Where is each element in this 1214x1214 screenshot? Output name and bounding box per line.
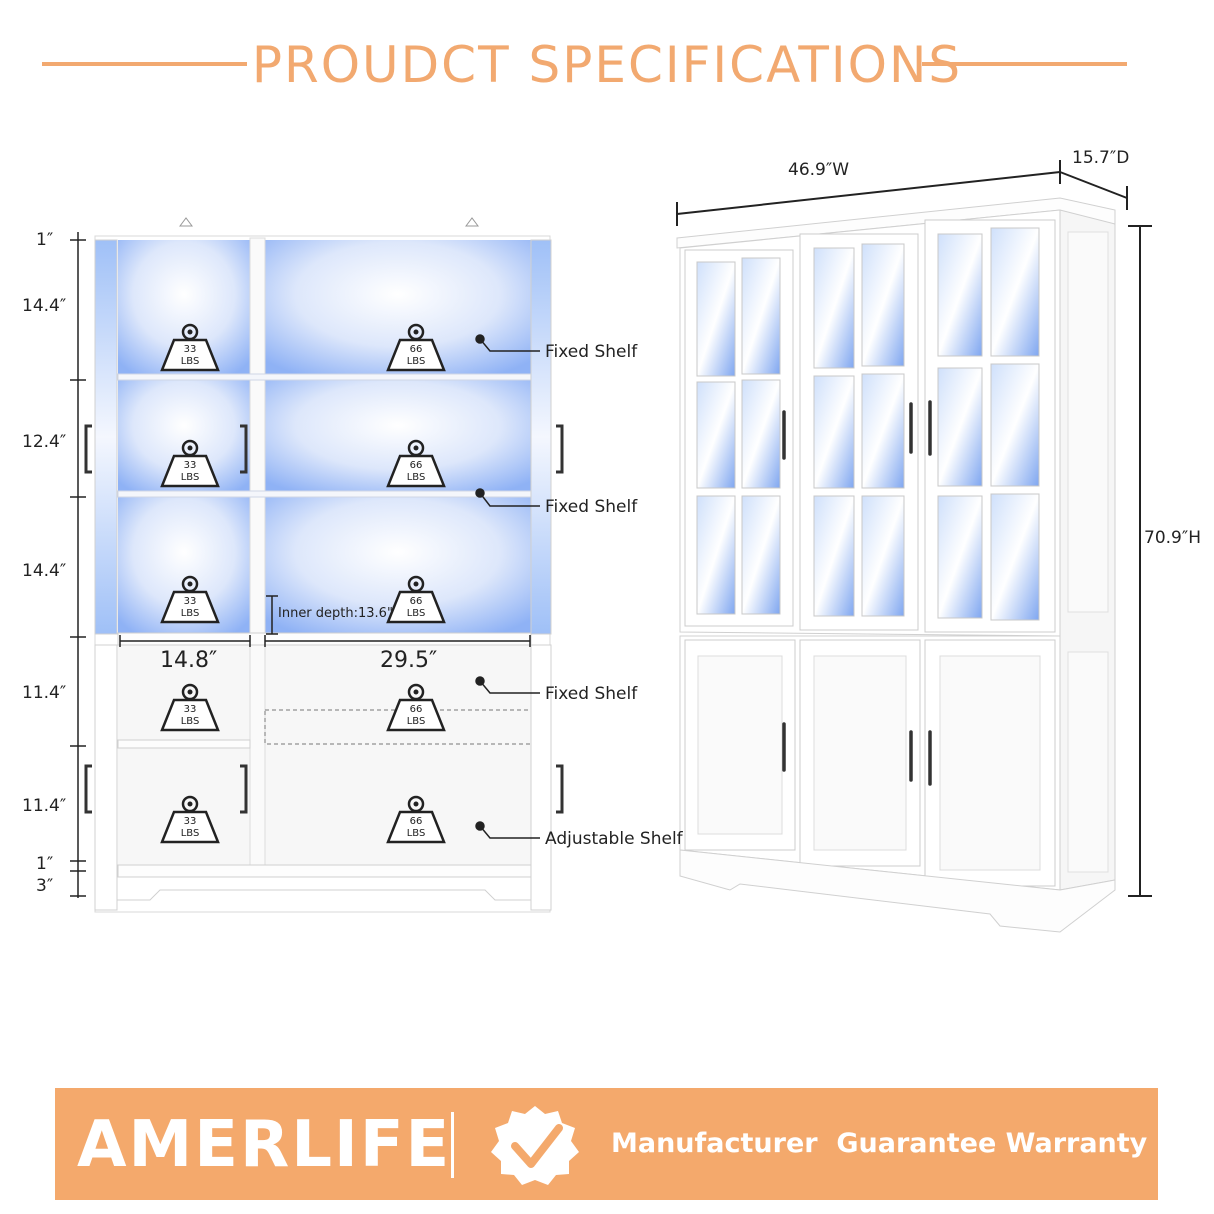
- height-label-row2: 12.4″: [22, 432, 67, 452]
- load-value: 33: [184, 704, 197, 715]
- height-dimension-line: [70, 232, 86, 898]
- load-unit: LBS: [407, 356, 426, 367]
- load-value: 66: [410, 344, 423, 355]
- load-unit: LBS: [407, 608, 426, 619]
- brand-banner: AMERLIFE Manufacturer Guarantee Warranty: [55, 1088, 1158, 1200]
- height-label-row4: 11.4″: [22, 683, 67, 703]
- load-icons: 33LBS66LBS33LBS66LBS33LBS66LBS33LBS66LBS…: [160, 323, 446, 844]
- overall-depth-label: 15.7″D: [1072, 148, 1130, 168]
- height-label-row5: 11.4″: [22, 796, 67, 816]
- brand-name: AMERLIFE: [77, 1108, 452, 1182]
- closed-cabinet: [676, 197, 1116, 933]
- load-unit: LBS: [181, 608, 200, 619]
- overall-dimension-lines: [676, 160, 1152, 897]
- load-value: 33: [184, 816, 197, 827]
- load-value: 66: [410, 816, 423, 827]
- load-unit: LBS: [407, 716, 426, 727]
- guarantee-check-icon: [491, 1106, 579, 1185]
- title-block: PROUDCT SPECIFICATIONS: [0, 30, 1214, 100]
- load-unit: LBS: [181, 472, 200, 483]
- banner-divider: [451, 1112, 454, 1178]
- load-unit: LBS: [181, 716, 200, 727]
- left-width-label: 14.8″: [160, 648, 218, 673]
- shelf-callout-leaders: [475, 334, 540, 839]
- fixed-shelf-label-1: Fixed Shelf: [545, 342, 638, 362]
- title-line-left: [42, 62, 247, 66]
- height-label-base: 3″: [36, 876, 54, 896]
- width-dimension-lines: [119, 635, 531, 647]
- load-value: 33: [184, 460, 197, 471]
- right-width-label: 29.5″: [380, 648, 438, 673]
- load-unit: LBS: [407, 828, 426, 839]
- height-label-row1: 14.4″: [22, 296, 67, 316]
- fixed-shelf-label-3: Fixed Shelf: [545, 684, 638, 704]
- warranty-text: Manufacturer Guarantee Warranty: [611, 1128, 1148, 1159]
- load-unit: LBS: [407, 472, 426, 483]
- overall-height-label: 70.9″H: [1144, 528, 1201, 548]
- load-value: 66: [410, 596, 423, 607]
- inner-depth-marker: [266, 595, 278, 635]
- overall-width-label: 46.9″W: [788, 160, 850, 180]
- height-label-row3: 14.4″: [22, 561, 67, 581]
- load-value: 66: [410, 704, 423, 715]
- height-label-shelf: 1″: [36, 854, 54, 874]
- inner-depth-label: Inner depth:13.6": [278, 606, 393, 621]
- title-line-right: [922, 62, 1127, 66]
- fixed-shelf-label-2: Fixed Shelf: [545, 497, 638, 517]
- open-cabinet: [84, 217, 564, 913]
- load-unit: LBS: [181, 356, 200, 367]
- page-title: PROUDCT SPECIFICATIONS: [251, 36, 963, 94]
- load-value: 66: [410, 460, 423, 471]
- load-value: 33: [184, 596, 197, 607]
- load-unit: LBS: [181, 828, 200, 839]
- adjustable-shelf-label: Adjustable Shelf: [545, 829, 683, 849]
- load-value: 33: [184, 344, 197, 355]
- height-label-top: 1″: [36, 230, 54, 250]
